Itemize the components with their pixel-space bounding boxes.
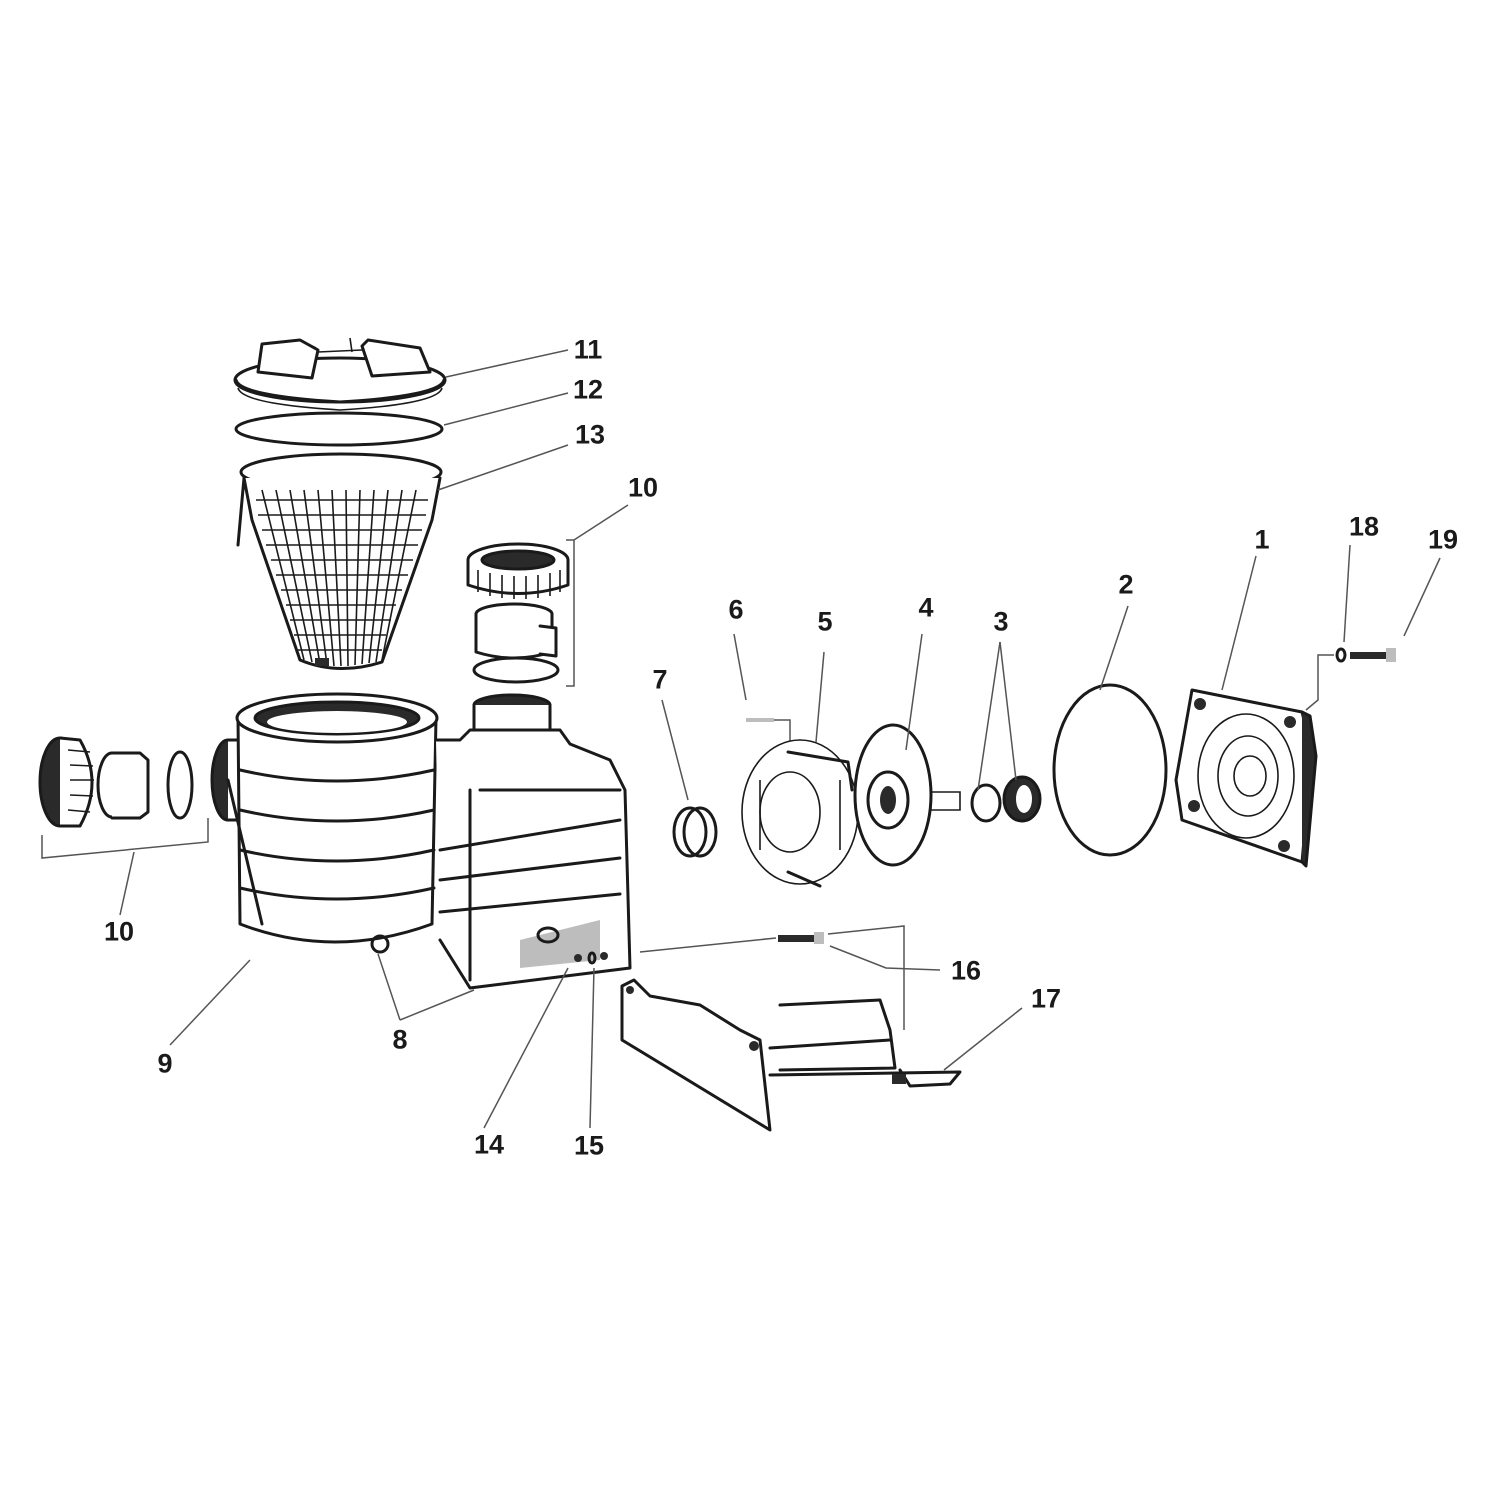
callout-13: 13 [574, 419, 606, 450]
callout-2: 2 [1118, 569, 1134, 600]
callout-10-outlet: 10 [627, 472, 659, 503]
impeller-ring-drawing [672, 806, 718, 858]
callout-14: 14 [473, 1129, 505, 1160]
seal-plate-drawing [1174, 688, 1318, 868]
callout-6: 6 [728, 594, 744, 625]
callout-5: 5 [817, 606, 833, 637]
callout-leader-lines [169, 349, 1441, 1129]
strainer-basket-drawing [236, 452, 443, 670]
motor-base-drawing [620, 978, 962, 1132]
callout-8: 8 [392, 1024, 408, 1055]
inlet-union-kit-drawing [38, 736, 264, 916]
callout-1: 1 [1254, 524, 1270, 555]
housing-oring-drawing [1052, 683, 1168, 857]
callout-11: 11 [573, 334, 603, 365]
pump-housing-drawing [226, 692, 632, 990]
impeller-drawing [853, 723, 961, 867]
callout-19: 19 [1427, 524, 1459, 555]
callout-17: 17 [1030, 983, 1062, 1014]
callout-18: 18 [1348, 511, 1380, 542]
shaft-seal-drawing [970, 775, 1042, 823]
callout-3: 3 [993, 606, 1009, 637]
callout-12: 12 [572, 374, 604, 405]
lid-oring-drawing [234, 411, 444, 447]
callout-7: 7 [652, 664, 668, 695]
base-screw-drawing [639, 925, 905, 1030]
bolt-washer-drawing [1305, 647, 1396, 711]
callout-16: 16 [950, 955, 982, 986]
strainer-lid-drawing [233, 337, 447, 411]
callout-4: 4 [918, 592, 934, 623]
callout-15: 15 [573, 1130, 605, 1161]
diffuser-drawing [741, 718, 859, 888]
outlet-union-kit-drawing [466, 504, 629, 744]
callout-10-inlet: 10 [103, 916, 135, 947]
callout-9: 9 [157, 1048, 173, 1079]
